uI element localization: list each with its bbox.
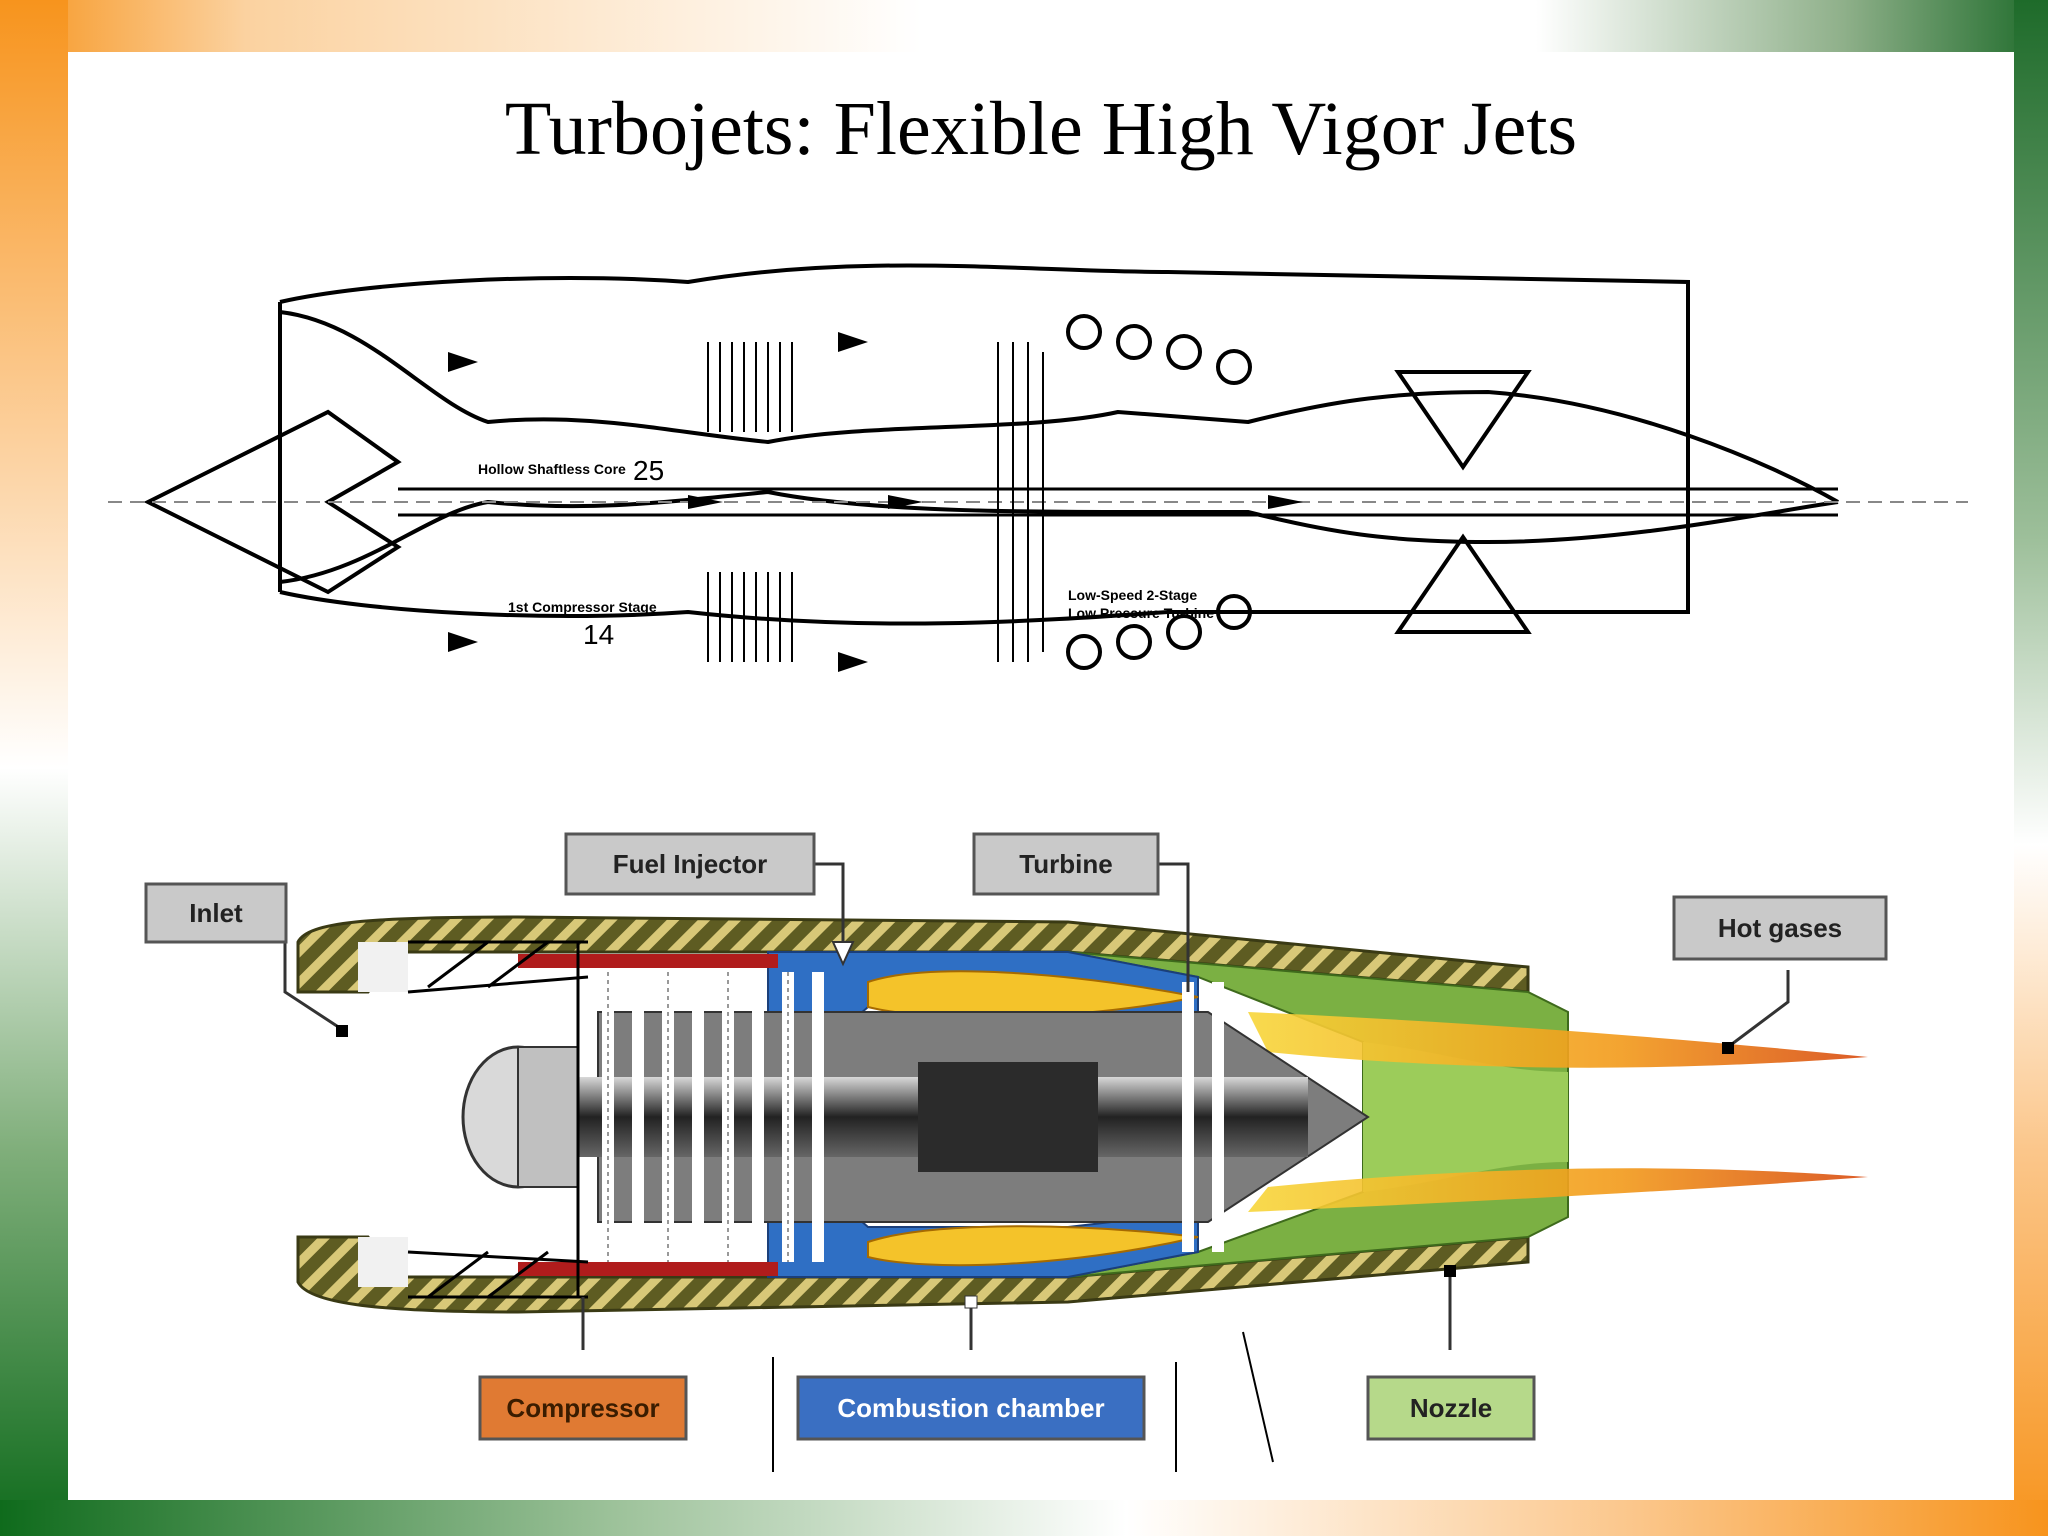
turbine-blades bbox=[1182, 982, 1224, 1252]
slide-canvas: Turbojets: Flexible High Vigor Jets bbox=[68, 52, 2014, 1500]
background-right-band bbox=[2014, 0, 2048, 1536]
label-box-fuel-injector: Fuel Injector bbox=[564, 832, 816, 896]
turbojet-cutaway-diagram: Inlet Fuel Injector Turbine Hot gases Co… bbox=[144, 832, 1888, 1472]
label-box-hot-gases: Hot gases bbox=[1672, 895, 1888, 961]
flame-lower bbox=[867, 1225, 1199, 1267]
label-box-turbine: Turbine bbox=[972, 832, 1160, 896]
label-first-compressor: 1st Compressor Stage bbox=[508, 599, 657, 615]
label-hollow-core: Hollow Shaftless Core bbox=[478, 461, 626, 477]
label-inlet: Inlet bbox=[189, 898, 243, 928]
label-stage-25: 25 bbox=[633, 455, 664, 486]
label-box-nozzle: Nozzle bbox=[1366, 1375, 1536, 1441]
label-box-combustion-chamber: Combustion chamber bbox=[796, 1375, 1146, 1441]
label-combustion-chamber: Combustion chamber bbox=[837, 1393, 1104, 1423]
label-turbine: Turbine bbox=[1019, 849, 1112, 879]
background-bottom-band bbox=[0, 1500, 2048, 1536]
label-compressor: Compressor bbox=[506, 1393, 659, 1423]
label-lp-turbine-line2: Low Pressure Turbine bbox=[1068, 605, 1214, 621]
core-outline-bottom bbox=[279, 489, 1839, 584]
label-box-inlet: Inlet bbox=[144, 882, 288, 944]
outer-casing bbox=[278, 263, 1690, 626]
exhaust-flame-upper bbox=[1248, 1012, 1868, 1068]
background-left-band bbox=[0, 0, 68, 1536]
exhaust-flame-lower bbox=[1248, 1168, 1868, 1212]
label-lp-turbine-line1: Low-Speed 2-Stage bbox=[1068, 587, 1197, 603]
turbojet-line-drawing: Hollow Shaftless Core 25 1st Compressor … bbox=[108, 263, 1968, 672]
label-fuel-injector: Fuel Injector bbox=[613, 849, 768, 879]
label-nozzle: Nozzle bbox=[1410, 1393, 1492, 1423]
slide-title: Turbojets: Flexible High Vigor Jets bbox=[504, 87, 1578, 171]
core-outline-top bbox=[279, 310, 1839, 504]
label-stage-14: 14 bbox=[583, 619, 614, 650]
label-box-compressor: Compressor bbox=[478, 1375, 688, 1441]
label-hot-gases: Hot gases bbox=[1718, 913, 1842, 943]
